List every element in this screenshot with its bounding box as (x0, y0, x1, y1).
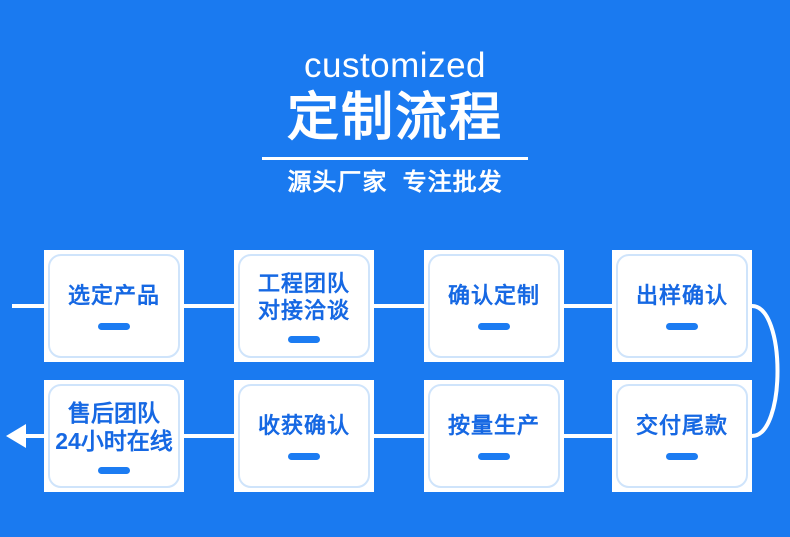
flow-step-body: 工程团队 对接洽谈 (238, 254, 370, 358)
flow-step-label: 按量生产 (447, 412, 540, 438)
page-header: customized 定制流程 源头厂家 专注批发 (0, 46, 790, 198)
flow-step-bulk-production[interactable]: 按量生产 (424, 380, 564, 492)
header-subtitle: 源头厂家 专注批发 (287, 169, 503, 196)
flow-step-underline-dash (478, 452, 510, 460)
flow-step-underline-dash (288, 452, 320, 460)
flow-step-label: 选定产品 (67, 282, 160, 308)
flow-step-body: 选定产品 (48, 254, 180, 358)
header-divider (262, 157, 528, 160)
flow-step-select-product[interactable]: 选定产品 (44, 250, 184, 362)
flow-step-underline-dash (288, 335, 320, 343)
flow-step-label: 确认定制 (447, 282, 540, 308)
flow-step-underline-dash (98, 322, 130, 330)
flow-step-underline-dash (666, 322, 698, 330)
flow-step-body: 收获确认 (238, 384, 370, 488)
header-english-title: customized (303, 46, 487, 85)
flow-step-body: 确认定制 (428, 254, 560, 358)
flow-step-underline-dash (478, 322, 510, 330)
flow-step-engineering-team[interactable]: 工程团队 对接洽谈 (234, 250, 374, 362)
flow-step-receipt-confirmation[interactable]: 收获确认 (234, 380, 374, 492)
arrow-left-icon (6, 424, 26, 448)
flow-step-label: 收获确认 (257, 412, 350, 438)
flow-step-label: 售后团队 24小时在线 (55, 399, 173, 454)
flow-step-sample-confirmation[interactable]: 出样确认 (612, 250, 752, 362)
flow-step-body: 售后团队 24小时在线 (48, 384, 180, 488)
flow-step-body: 出样确认 (616, 254, 748, 358)
flow-step-label: 出样确认 (635, 282, 728, 308)
flow-step-confirm-customization[interactable]: 确认定制 (424, 250, 564, 362)
flow-step-underline-dash (98, 466, 130, 474)
flow-step-final-payment[interactable]: 交付尾款 (612, 380, 752, 492)
flow-step-after-sales-support[interactable]: 售后团队 24小时在线 (44, 380, 184, 492)
flow-step-body: 按量生产 (428, 384, 560, 488)
flow-step-underline-dash (666, 452, 698, 460)
connector-u-turn-right (751, 304, 780, 438)
page-title: 定制流程 (286, 89, 503, 147)
flow-step-body: 交付尾款 (616, 384, 748, 488)
flow-step-label: 交付尾款 (635, 412, 728, 438)
flow-step-label: 工程团队 对接洽谈 (257, 270, 350, 323)
